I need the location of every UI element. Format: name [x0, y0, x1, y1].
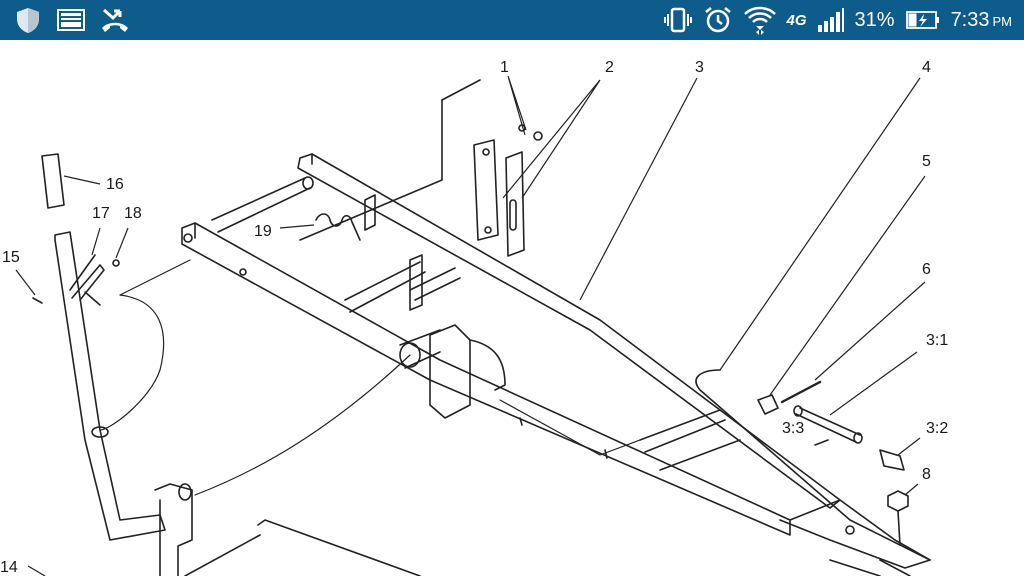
missed-call-icon: [102, 8, 128, 32]
callout-3: 3: [695, 59, 704, 76]
callout-18: 18: [124, 205, 142, 222]
callout-16: 16: [106, 176, 124, 193]
spring-pin: [315, 213, 361, 241]
part-3-1-pin: [795, 407, 861, 443]
part-3-2-sleeve: [879, 449, 905, 471]
callout-2: 2: [605, 59, 614, 76]
lever-handle: [54, 231, 166, 541]
callout-19: 19: [254, 223, 272, 240]
clock-ampm: PM: [992, 13, 1013, 29]
frame-lower-rail: [181, 222, 791, 536]
cross-tube-middle: [344, 261, 426, 313]
callout-17: 17: [92, 205, 110, 222]
parts-diagram: 1 2 3 4 5 6 3:1 3:2 3:3 8 14 15 16 17 18…: [0, 59, 948, 576]
clock-time: 7:33: [950, 8, 990, 31]
frame-upper-rail: [297, 153, 841, 509]
callout-8: 8: [922, 466, 931, 483]
callout-5: 5: [922, 153, 931, 170]
signal-icon: [817, 8, 844, 32]
part-3-3: [814, 439, 829, 446]
callout-3-3: 3:3: [782, 420, 804, 437]
part-8-nut: [887, 490, 909, 512]
callout-14: 14: [0, 559, 18, 576]
gallery-icon: [57, 9, 85, 31]
jack-bracket: [429, 324, 471, 419]
shield-icon: [17, 8, 39, 33]
battery-percent: 31%: [854, 8, 895, 31]
callout-3-1: 3:1: [926, 332, 948, 349]
callout-3-2: 3:2: [926, 420, 948, 437]
part-16: [41, 153, 65, 209]
part-5: [757, 394, 779, 415]
network-type-label: 4G: [786, 11, 807, 29]
plate-part-2: [505, 151, 525, 257]
alarm-icon: [704, 7, 731, 33]
battery-charging-icon: [905, 11, 939, 29]
hitch-plate: [695, 369, 931, 569]
part-6-bolt: [780, 380, 822, 404]
plate-part-1: [473, 139, 499, 241]
callout-6: 6: [922, 261, 931, 278]
callout-4: 4: [922, 59, 931, 76]
wifi-icon: [743, 6, 776, 35]
callout-15: 15: [2, 249, 20, 266]
vibrate-icon: [663, 7, 692, 33]
status-bar-left: [14, 6, 130, 34]
callout-1: 1: [500, 59, 509, 76]
cross-tube-upper: [211, 177, 311, 233]
